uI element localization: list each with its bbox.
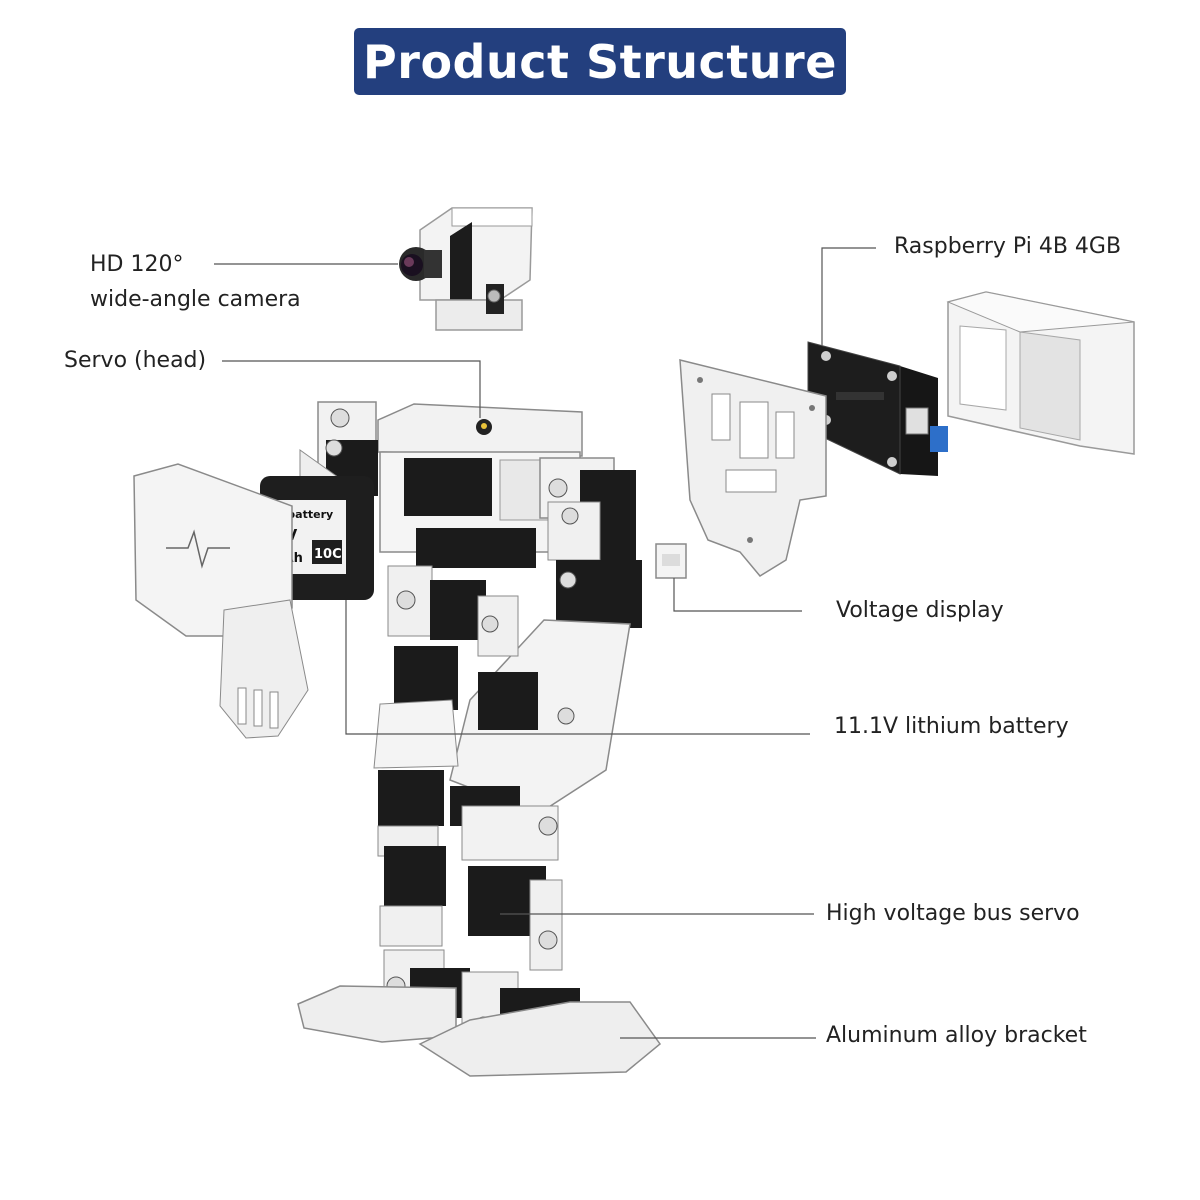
hand-shell [133, 463, 309, 739]
page-title: Product Structure [354, 28, 846, 95]
label-bracket: Aluminum alloy bracket [826, 1023, 1087, 1048]
camera-module [399, 207, 533, 331]
raspberry-pi-board [807, 341, 948, 476]
leader-line-raspberry [821, 247, 876, 346]
label-voltage-display: Voltage display [836, 598, 1004, 623]
top-shell [946, 291, 1135, 455]
robot-body: m battery 1 V mAh 10C [133, 401, 662, 1077]
label-servo-head: Servo (head) [64, 348, 207, 373]
label-bus-servo: High voltage bus servo [826, 901, 1080, 926]
leader-lines [214, 247, 876, 1039]
label-camera-line1: HD 120° [90, 252, 184, 277]
label-battery: 11.1V lithium battery [834, 714, 1069, 739]
leader-line-battery [345, 600, 810, 735]
label-raspberry-pi: Raspberry Pi 4B 4GB [894, 234, 1122, 259]
label-camera-line2: wide-angle camera [90, 287, 301, 312]
back-plate [679, 359, 827, 577]
leader-line-voltage-display [673, 578, 802, 612]
voltage-display-module [655, 543, 687, 579]
battery-print-rating: 10C [314, 547, 342, 562]
leader-line-servo-head [222, 360, 481, 418]
